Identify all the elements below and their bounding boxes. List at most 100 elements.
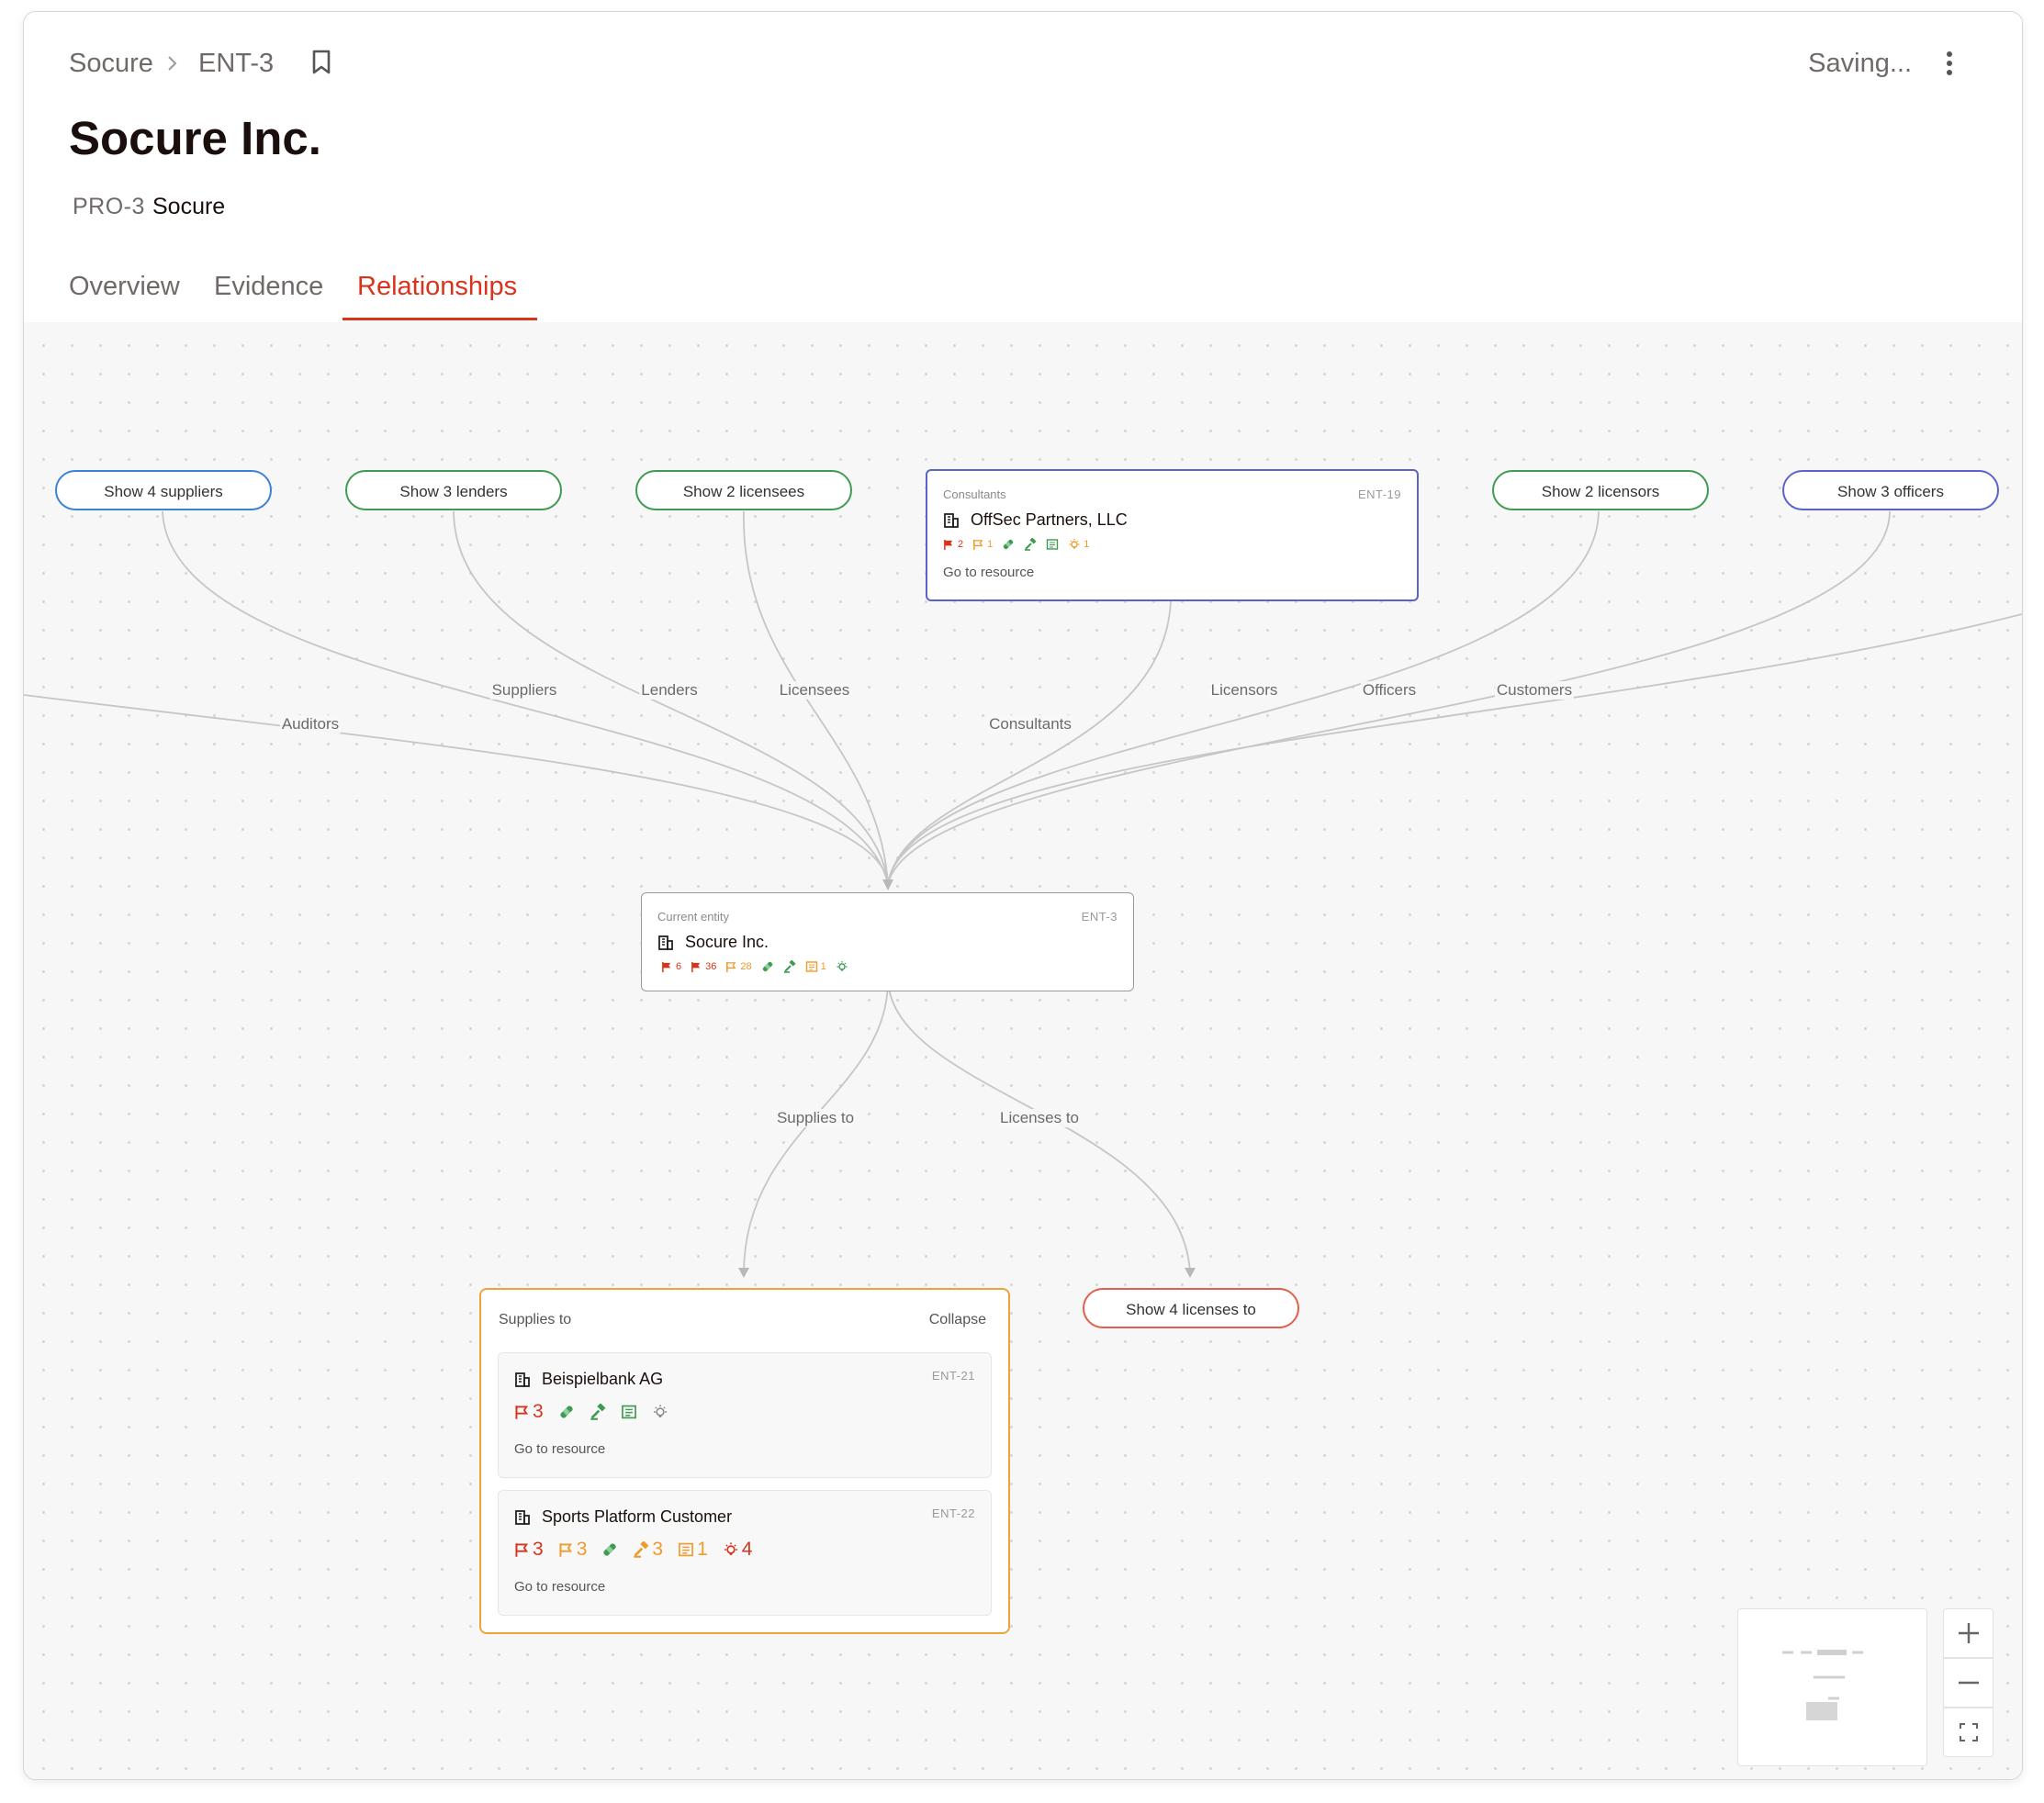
flag-icon [515, 1405, 529, 1419]
edge-label-supplies-to: Supplies to [774, 1109, 857, 1127]
active-tab-indicator [343, 318, 537, 320]
zoom-in-button[interactable] [1943, 1608, 1993, 1658]
show-licenses-to-button[interactable]: Show 4 licenses to [1083, 1288, 1299, 1328]
document-icon [1046, 538, 1059, 551]
lightbulb-icon [1069, 539, 1080, 549]
edge-label-lenders: Lenders [639, 681, 700, 700]
document-indicator: 1 [805, 960, 826, 973]
idea-indicator: 4 [723, 1539, 752, 1561]
card-entity-id: ENT-21 [931, 1369, 975, 1383]
edge-label-officers: Officers [1360, 681, 1419, 700]
more-options-icon[interactable] [1940, 49, 1959, 76]
breadcrumb-root[interactable]: Socure [69, 49, 153, 78]
product-name[interactable]: Socure [152, 194, 226, 219]
red-flag-indicator: 3 [514, 1539, 544, 1561]
edge-label-licensees: Licensees [777, 681, 852, 700]
gavel-icon [1024, 538, 1037, 551]
go-to-resource-link[interactable]: Go to resource [514, 1579, 606, 1595]
red-flag-indicator-secondary: 36 [691, 961, 716, 973]
bandage-icon [558, 1404, 575, 1420]
card-indicators: 3 3 3 1 4 [514, 1539, 761, 1561]
current-entity-card[interactable]: Current entity ENT-3 Socure Inc. 6 36 28 [641, 892, 1134, 991]
supplied-entity-card[interactable]: Sports Platform Customer ENT-22 3 3 3 [498, 1490, 992, 1616]
product-key[interactable]: PRO-3 [73, 194, 145, 219]
show-lenders-button[interactable]: Show 3 lenders [345, 470, 562, 510]
supplied-entity-card[interactable]: Beispielbank AG ENT-21 3 Go to res [498, 1352, 992, 1478]
consultant-entity-card[interactable]: Consultants ENT-19 OffSec Partners, LLC … [926, 469, 1419, 601]
building-icon [943, 512, 960, 533]
edge-officers [887, 510, 1891, 885]
card-entity-id: ENT-19 [1357, 487, 1401, 501]
gavel-icon [783, 960, 796, 973]
flag-outline-icon [559, 1542, 572, 1557]
chevron-right-icon [166, 54, 179, 77]
flag-icon [662, 961, 671, 972]
lightbulb-icon [724, 1542, 737, 1555]
bookmark-icon[interactable] [311, 49, 331, 81]
idea-indicator: 1 [1068, 538, 1089, 551]
bandage-icon [761, 960, 774, 973]
document-icon [679, 1542, 693, 1557]
breadcrumb-current: ENT-3 [198, 49, 275, 78]
lightbulb-icon [652, 1404, 668, 1420]
show-licensees-button[interactable]: Show 2 licensees [635, 470, 852, 510]
red-flag-indicator: 3 [514, 1401, 544, 1423]
card-entity-id: ENT-3 [1081, 910, 1117, 924]
edge-consultants [887, 600, 1172, 885]
gavel-icon [590, 1404, 606, 1420]
card-indicators: 2 1 1 [943, 538, 1098, 551]
red-flag-indicator: 6 [661, 961, 681, 973]
edge-licensors [887, 510, 1600, 885]
document-indicator: 1 [678, 1539, 708, 1561]
relationship-graph[interactable]: Show 4 suppliers Show 3 lenders Show 2 l… [24, 322, 2022, 1779]
fit-view-button[interactable] [1943, 1708, 1993, 1757]
card-entity-name: Beispielbank AG [542, 1370, 664, 1388]
show-officers-button[interactable]: Show 3 officers [1782, 470, 1999, 510]
save-status: Saving... [1808, 49, 1912, 78]
flag-icon [515, 1542, 529, 1557]
tab-relationships[interactable]: Relationships [357, 272, 518, 301]
zoom-out-button[interactable] [1943, 1658, 1993, 1708]
gavel-indicator: 3 [633, 1539, 663, 1561]
edge-label-customers: Customers [1494, 681, 1575, 700]
edge-customers [887, 613, 2022, 885]
go-to-resource-link[interactable]: Go to resource [514, 1441, 606, 1457]
orange-flag-indicator: 28 [725, 961, 752, 973]
document-icon [621, 1404, 637, 1420]
flag-outline-icon [726, 961, 736, 972]
plus-icon [1958, 1623, 1979, 1643]
edge-label-auditors: Auditors [279, 715, 342, 734]
minus-icon [1958, 1681, 1979, 1685]
show-licensors-button[interactable]: Show 2 licensors [1492, 470, 1709, 510]
orange-flag-indicator: 1 [972, 539, 993, 551]
edge-label-suppliers: Suppliers [489, 681, 559, 700]
entity-header: Socure ENT-3 Saving... Socure Inc. PRO-3… [24, 12, 2022, 323]
group-title: Supplies to [499, 1312, 572, 1327]
bandage-icon [1002, 538, 1015, 551]
bandage-icon [601, 1541, 618, 1558]
edge-lenders [453, 510, 889, 885]
card-entity-name: Socure Inc. [685, 933, 769, 951]
lightbulb-icon [836, 960, 848, 973]
edge-label-licenses-to: Licenses to [998, 1109, 1081, 1127]
edge-suppliers [162, 510, 889, 885]
tab-evidence[interactable]: Evidence [214, 272, 324, 301]
edge-licensees [743, 510, 889, 885]
flag-icon [691, 961, 701, 972]
go-to-resource-link[interactable]: Go to resource [943, 565, 1035, 580]
graph-minimap[interactable] [1737, 1608, 1927, 1766]
orange-flag-indicator: 3 [558, 1539, 587, 1561]
red-flag-indicator: 2 [943, 539, 963, 551]
collapse-button[interactable]: Collapse [928, 1312, 986, 1327]
edge-label-licensors: Licensors [1208, 681, 1280, 700]
card-kicker: Consultants [943, 487, 1006, 501]
supplies-to-group: Supplies to Collapse Beispielbank AG ENT… [479, 1288, 1010, 1634]
tab-overview[interactable]: Overview [69, 272, 180, 301]
card-indicators: 6 36 28 1 [661, 960, 858, 973]
building-icon [514, 1509, 531, 1530]
show-suppliers-button[interactable]: Show 4 suppliers [55, 470, 272, 510]
building-icon [657, 935, 674, 956]
minimap-preview [1782, 1650, 1863, 1720]
flag-icon [944, 539, 953, 550]
building-icon [514, 1372, 531, 1393]
